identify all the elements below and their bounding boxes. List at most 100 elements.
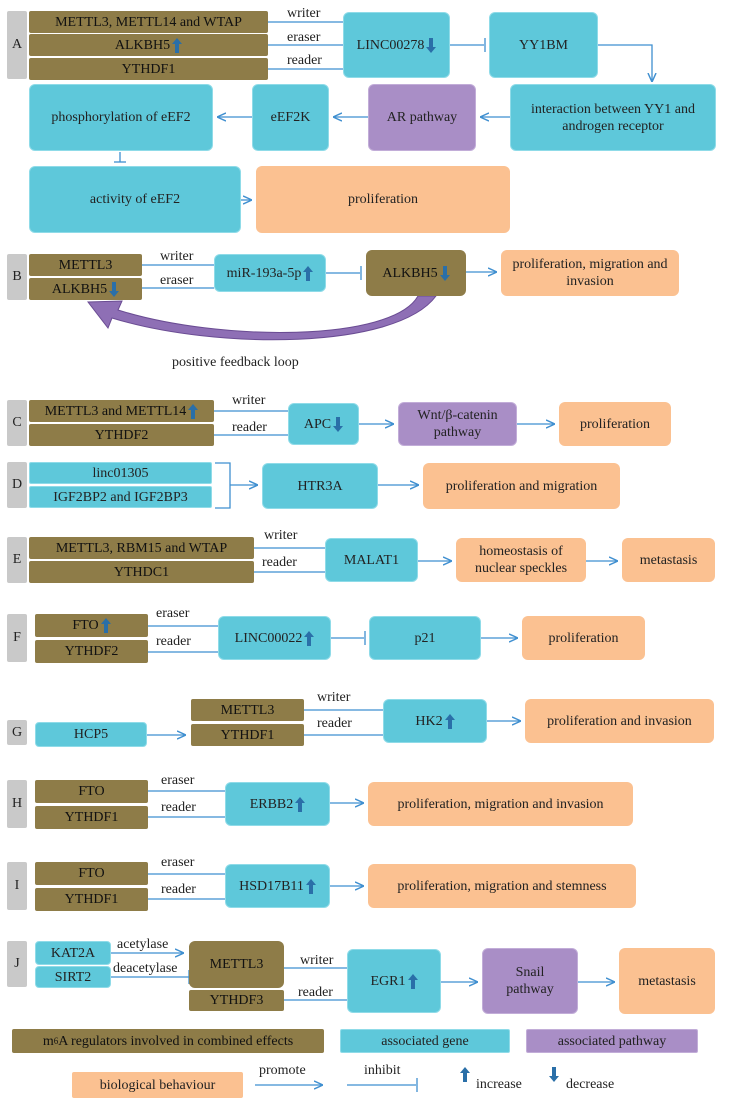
f-gene-linc00022: LINC00022 bbox=[218, 616, 331, 660]
legend-increase-label: increase bbox=[476, 1077, 522, 1092]
g-behaviour: proliferation and invasion bbox=[525, 699, 714, 743]
decrease-arrow-icon bbox=[333, 416, 344, 432]
section-label-c: C bbox=[7, 400, 27, 446]
increase-arrow-icon bbox=[172, 37, 183, 53]
section-label-d: D bbox=[7, 462, 27, 508]
d-gene-linc01305: linc01305 bbox=[29, 462, 212, 484]
h-gene-erbb2: ERBB2 bbox=[225, 782, 330, 826]
legend-pathway: associated pathway bbox=[526, 1029, 698, 1053]
j-pathway-snail: Snail pathway bbox=[482, 948, 578, 1014]
increase-arrow-icon bbox=[100, 618, 111, 633]
b-regulator-mettl3: METTL3 bbox=[29, 254, 142, 276]
e-behaviour-homeostasis: homeostasis of nuclear speckles bbox=[456, 538, 586, 582]
section-label-f: F bbox=[7, 614, 27, 662]
c-behaviour: proliferation bbox=[559, 402, 671, 446]
f-label-eraser: eraser bbox=[156, 606, 190, 621]
a-label-reader: reader bbox=[287, 53, 322, 68]
b-label-eraser: eraser bbox=[160, 273, 194, 288]
f-behaviour: proliferation bbox=[522, 616, 645, 660]
c-regulator-writers: METTL3 and METTL14 bbox=[29, 400, 214, 422]
h-label-eraser: eraser bbox=[161, 773, 195, 788]
h-regulator-ythdf1: YTHDF1 bbox=[35, 806, 148, 829]
a-regulator-writers: METTL3, METTL14 and WTAP bbox=[29, 11, 268, 33]
legend-inhibit-label: inhibit bbox=[364, 1063, 401, 1078]
g-gene-hcp5: HCP5 bbox=[35, 722, 147, 747]
increase-arrow-icon bbox=[407, 973, 418, 989]
legend-gene: associated gene bbox=[340, 1029, 510, 1053]
increase-arrow-icon bbox=[303, 265, 314, 281]
increase-arrow-icon bbox=[304, 630, 315, 646]
legend-promote-label: promote bbox=[259, 1063, 306, 1078]
j-regulator-mettl3: METTL3 bbox=[189, 941, 284, 988]
g-regulator-ythdf1: YTHDF1 bbox=[191, 724, 304, 746]
b-feedback-loop-label: positive feedback loop bbox=[172, 355, 299, 370]
a-behaviour-proliferation: proliferation bbox=[256, 166, 510, 233]
legend-behaviour: biological behaviour bbox=[72, 1072, 243, 1098]
i-label-reader: reader bbox=[161, 882, 196, 897]
e-behaviour-metastasis: metastasis bbox=[622, 538, 715, 582]
c-regulator-ythdf2: YTHDF2 bbox=[29, 424, 214, 446]
e-regulator-ythdc1: YTHDC1 bbox=[29, 561, 254, 583]
b-regulator-alkbh5: ALKBH5 bbox=[29, 278, 142, 300]
a-gene-eef2k: eEF2K bbox=[252, 84, 329, 151]
a-gene-phosphorylation-eef2: phosphorylation of eEF2 bbox=[29, 84, 213, 151]
f-gene-p21: p21 bbox=[369, 616, 481, 660]
d-behaviour: proliferation and migration bbox=[423, 463, 620, 509]
a-pathway-ar: AR pathway bbox=[368, 84, 476, 151]
section-label-e: E bbox=[7, 537, 27, 583]
j-gene-egr1: EGR1 bbox=[347, 949, 441, 1013]
c-pathway-wnt: Wnt/β-catenin pathway bbox=[398, 402, 517, 446]
j-label-acetylase: acetylase bbox=[117, 937, 169, 952]
e-label-writer: writer bbox=[264, 528, 298, 543]
a-label-writer: writer bbox=[287, 6, 321, 21]
e-regulator-writers: METTL3, RBM15 and WTAP bbox=[29, 537, 254, 559]
section-label-b: B bbox=[7, 254, 27, 300]
d-gene-igf2bp: IGF2BP2 and IGF2BP3 bbox=[29, 486, 212, 508]
a-gene-yy1bm: YY1BM bbox=[489, 12, 598, 78]
legend-increase-arrow-icon bbox=[460, 1067, 472, 1099]
f-regulator-ythdf2: YTHDF2 bbox=[35, 640, 148, 663]
g-label-reader: reader bbox=[317, 716, 352, 731]
b-regulator-alkbh5-target: ALKBH5 bbox=[366, 250, 466, 296]
decrease-arrow-icon bbox=[439, 265, 450, 281]
decrease-arrow-icon bbox=[109, 281, 120, 297]
c-gene-apc: APC bbox=[288, 403, 359, 445]
h-regulator-fto: FTO bbox=[35, 780, 148, 803]
a-gene-interaction: interaction between YY1 and androgen rec… bbox=[510, 84, 716, 151]
legend-decrease-label: decrease bbox=[566, 1077, 615, 1092]
h-behaviour: proliferation, migration and invasion bbox=[368, 782, 633, 826]
j-behaviour: metastasis bbox=[619, 948, 715, 1014]
b-label-writer: writer bbox=[160, 249, 194, 264]
b-behaviour: proliferation, migration and invasion bbox=[501, 250, 679, 296]
i-gene-hsd17b11: HSD17B11 bbox=[225, 864, 330, 908]
section-label-i: I bbox=[7, 862, 27, 910]
i-regulator-fto: FTO bbox=[35, 862, 148, 885]
a-label-eraser: eraser bbox=[287, 30, 321, 45]
increase-arrow-icon bbox=[188, 403, 199, 419]
increase-arrow-icon bbox=[295, 796, 306, 812]
b-feedback-loop-arrow bbox=[87, 295, 437, 341]
j-gene-kat2a: KAT2A bbox=[35, 941, 111, 965]
i-behaviour: proliferation, migration and stemness bbox=[368, 864, 636, 908]
a-gene-linc00278: LINC00278 bbox=[343, 12, 450, 78]
j-label-writer: writer bbox=[300, 953, 334, 968]
c-label-writer: writer bbox=[232, 393, 266, 408]
a-yy1bm-to-interaction bbox=[598, 44, 652, 82]
a-regulator-ythdf1: YTHDF1 bbox=[29, 58, 268, 80]
g-regulator-mettl3: METTL3 bbox=[191, 699, 304, 721]
j-label-reader: reader bbox=[298, 985, 333, 1000]
increase-arrow-icon bbox=[305, 878, 316, 894]
e-label-reader: reader bbox=[262, 555, 297, 570]
a-gene-activity-eef2: activity of eEF2 bbox=[29, 166, 241, 233]
j-regulator-ythdf3: YTHDF3 bbox=[189, 990, 284, 1011]
g-gene-hk2: HK2 bbox=[383, 699, 487, 743]
i-regulator-ythdf1: YTHDF1 bbox=[35, 888, 148, 911]
increase-arrow-icon bbox=[444, 713, 455, 729]
section-label-j: J bbox=[7, 941, 27, 987]
f-label-reader: reader bbox=[156, 634, 191, 649]
section-label-g: G bbox=[7, 720, 27, 745]
a-regulator-alkbh5: ALKBH5 bbox=[29, 34, 268, 56]
